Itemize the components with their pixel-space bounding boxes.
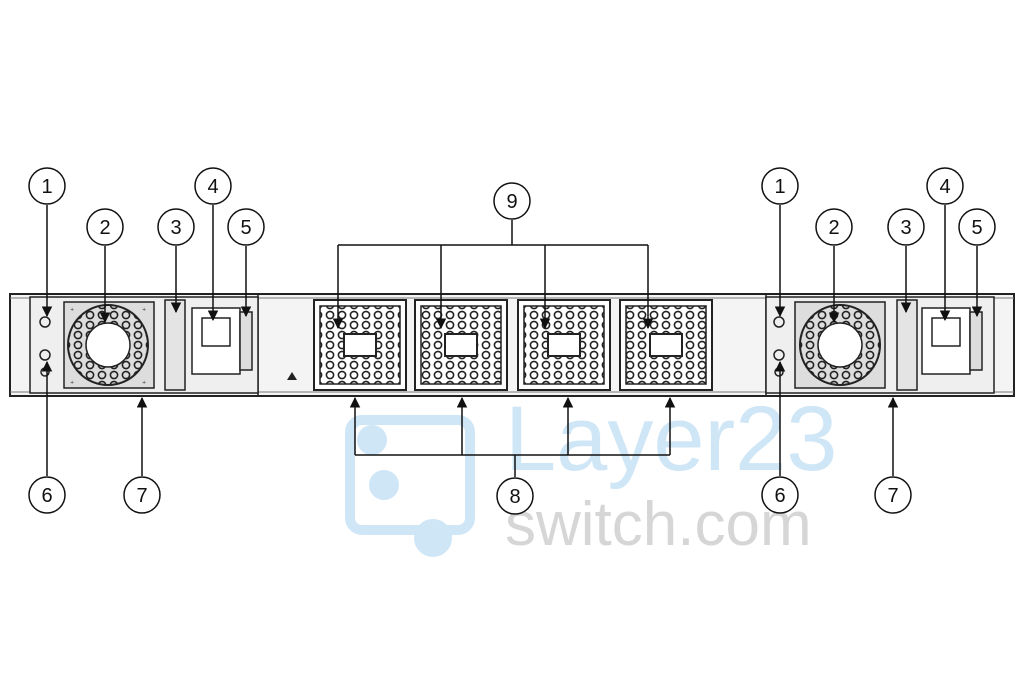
svg-text:1: 1 xyxy=(774,176,785,198)
svg-text:5: 5 xyxy=(240,217,251,239)
svg-text:+: + xyxy=(70,380,74,386)
watermark: Layer23 switch.com xyxy=(345,388,837,559)
psu-release-latch-icon xyxy=(969,311,983,371)
watermark-line2: switch.com xyxy=(505,490,812,559)
watermark-logo-icon xyxy=(345,415,475,557)
svg-text:7: 7 xyxy=(136,485,147,507)
callout-right-6: 6 xyxy=(761,476,799,514)
callout-left-4: 4 xyxy=(194,167,232,205)
callout-left-1: 1 xyxy=(28,167,66,205)
psu-release-latch-icon xyxy=(239,311,253,371)
callout-right-4: 4 xyxy=(926,167,964,205)
callout-left-6: 6 xyxy=(28,476,66,514)
svg-text:2: 2 xyxy=(99,217,110,239)
svg-text:3: 3 xyxy=(170,217,181,239)
fan-module-2 xyxy=(414,299,508,391)
fan-module-4 xyxy=(619,299,713,391)
fan-modules xyxy=(287,299,713,391)
psu-ground-icon xyxy=(39,349,51,361)
svg-text:3: 3 xyxy=(900,217,911,239)
svg-text:2: 2 xyxy=(828,217,839,239)
svg-text:+: + xyxy=(142,380,146,386)
svg-text:+: + xyxy=(70,307,74,313)
svg-text:1: 1 xyxy=(41,176,52,198)
callout-left-7: 7 xyxy=(123,476,161,514)
callouts: 1 2 3 4 5 6 7 9 8 1 2 3 4 5 6 7 xyxy=(28,167,996,515)
callout-leaders xyxy=(41,205,983,477)
psu-ground-icon xyxy=(773,349,785,361)
watermark-line1: Layer23 xyxy=(505,388,837,490)
callout-left-2: 2 xyxy=(86,208,124,246)
callout-right-3: 3 xyxy=(887,208,925,246)
psu-handle-icon xyxy=(164,299,186,391)
power-supply-right xyxy=(765,296,995,394)
svg-text:7: 7 xyxy=(887,485,898,507)
svg-text:4: 4 xyxy=(207,176,218,198)
psu-handle-icon xyxy=(896,299,918,391)
callout-fans-top: 9 xyxy=(493,182,531,220)
warning-triangle-icon xyxy=(287,372,297,380)
callout-right-1: 1 xyxy=(761,167,799,205)
callout-right-7: 7 xyxy=(874,476,912,514)
svg-text:9: 9 xyxy=(506,191,517,213)
svg-text:5: 5 xyxy=(971,217,982,239)
svg-text:8: 8 xyxy=(509,486,520,508)
callout-fans-bottom: 8 xyxy=(496,477,534,515)
fan-module-3 xyxy=(517,299,611,391)
power-supply-left: + + + + xyxy=(29,296,259,394)
svg-text:4: 4 xyxy=(939,176,950,198)
callout-left-5: 5 xyxy=(227,208,265,246)
callout-right-5: 5 xyxy=(958,208,996,246)
svg-text:+: + xyxy=(142,307,146,313)
callout-left-3: 3 xyxy=(157,208,195,246)
fan-module-1 xyxy=(313,299,407,391)
callout-right-2: 2 xyxy=(815,208,853,246)
svg-text:6: 6 xyxy=(774,485,785,507)
svg-text:6: 6 xyxy=(41,485,52,507)
